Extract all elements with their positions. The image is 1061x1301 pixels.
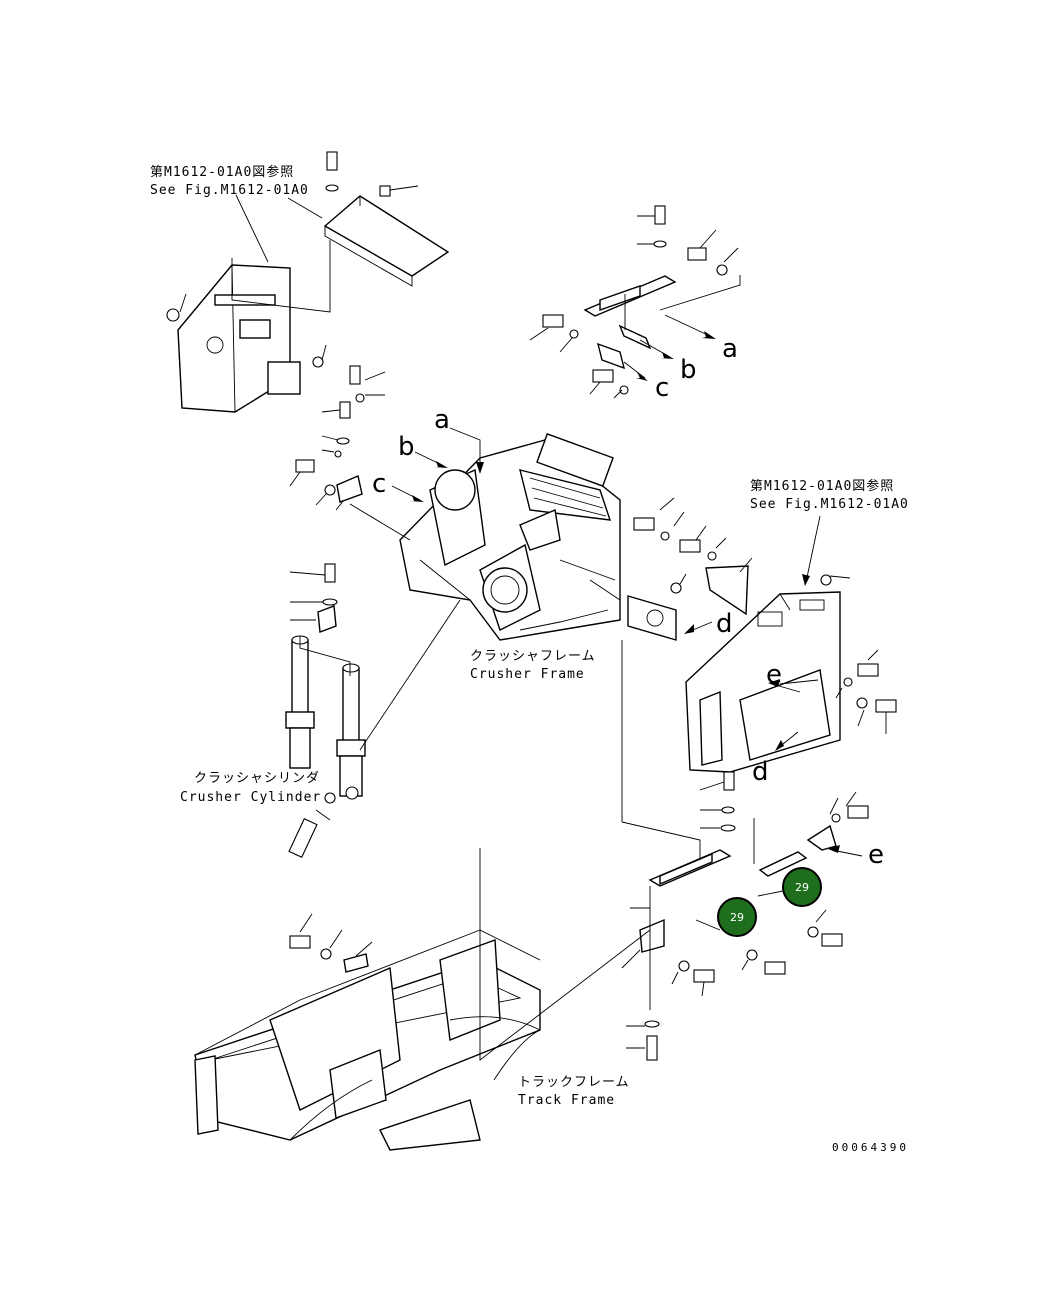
reference-leaders-top-left xyxy=(231,194,331,313)
arrow-b-top xyxy=(639,339,674,359)
arrow-a-center xyxy=(449,427,484,474)
reference-label-top-left-jp: 第M1612-01A0図参照 xyxy=(150,164,294,180)
callout-badge-number: 29 xyxy=(795,881,809,894)
crusher-cylinder-label-en: Crusher Cylinder xyxy=(180,790,321,805)
callout-badge-circle xyxy=(782,867,822,907)
track-frame xyxy=(194,848,651,1151)
letter-b-top: b xyxy=(680,355,697,385)
crusher-frame-hardware xyxy=(289,365,621,601)
letter-c-top: c xyxy=(655,373,669,403)
crusher-frame xyxy=(399,433,621,641)
letter-a-top: a xyxy=(722,334,738,364)
crusher-cylinders xyxy=(285,563,461,859)
side-cover-left xyxy=(177,264,301,413)
arrow-d-center xyxy=(684,621,713,634)
arrow-c-top xyxy=(623,361,648,381)
side-cover-right xyxy=(685,574,851,773)
arrow-e-lower xyxy=(828,845,863,857)
crusher-frame-right-parts xyxy=(627,497,753,641)
arrow-c-center xyxy=(391,485,424,502)
reference-label-right-jp: 第M1612-01A0図参照 xyxy=(750,478,894,494)
mounting-bracket-top xyxy=(583,275,677,370)
top-right-hardware xyxy=(529,205,741,399)
top-left-hardware xyxy=(166,151,419,368)
letter-d-right-cover: d xyxy=(752,757,769,787)
crusher-frame-label-en: Crusher Frame xyxy=(470,667,585,682)
arrow-b-center xyxy=(414,451,448,468)
callout-badge-29-left[interactable]: 29 xyxy=(717,897,757,937)
track-frame-label-en: Track Frame xyxy=(518,1093,615,1108)
reference-label-right-en: See Fig.M1612-01A0 xyxy=(750,497,909,512)
letter-c-center: c xyxy=(372,469,386,499)
crusher-frame-label-jp: クラッシャフレーム xyxy=(470,649,596,664)
tray-cover-top xyxy=(323,195,450,287)
crusher-cylinder-label-jp: クラッシャシリンダ xyxy=(194,771,320,786)
letter-e-lower: e xyxy=(868,840,884,870)
letter-d-center: d xyxy=(716,609,733,639)
right-reference-leader xyxy=(802,515,821,586)
callout-badge-circle xyxy=(717,897,757,937)
lower-bracket-assembly xyxy=(621,640,869,1061)
callout-badge-number: 29 xyxy=(730,911,744,924)
letter-a-center: a xyxy=(434,405,450,435)
track-frame-label-jp: トラックフレーム xyxy=(518,1075,630,1090)
side-cover-right-hardware xyxy=(835,649,897,734)
arrow-d-right-cover xyxy=(775,731,799,751)
drawing-number: 00064390 xyxy=(832,1141,909,1154)
callout-badge-29-right[interactable]: 29 xyxy=(782,867,822,907)
letter-b-center: b xyxy=(398,432,415,462)
arrow-a-top xyxy=(664,314,716,339)
reference-label-top-left-en: See Fig.M1612-01A0 xyxy=(150,183,309,198)
letter-e-right-cover: e xyxy=(766,660,782,690)
arrow-e-right-cover xyxy=(768,679,801,693)
